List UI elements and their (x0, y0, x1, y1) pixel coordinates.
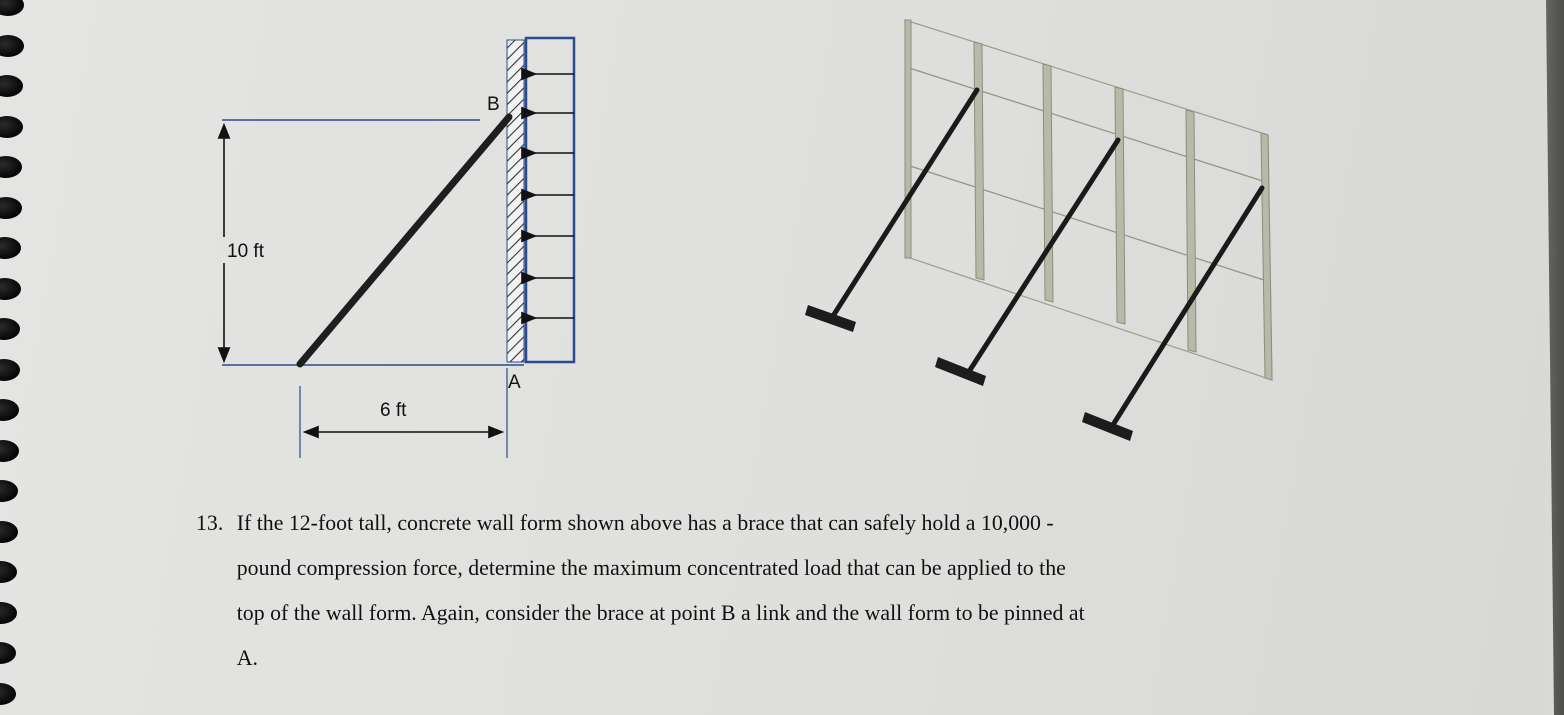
question-line-4: A. (236, 645, 258, 670)
spiral-hole (0, 0, 24, 16)
point-a-label: A (508, 372, 521, 393)
brace (296, 113, 513, 368)
spiral-hole (0, 480, 18, 502)
spiral-hole (0, 682, 16, 705)
spiral-hole (0, 520, 18, 543)
spiral-hole (0, 34, 24, 57)
spiral-hole (0, 318, 20, 340)
question-line-1: 13.If the 12-foot tall, concrete wall fo… (196, 500, 1321, 545)
horizontal-dimension-label: 6 ft (380, 400, 407, 421)
question-number: 13. (196, 510, 224, 535)
spiral-binding (0, 0, 40, 715)
load-arrows (521, 67, 574, 325)
spiral-hole (0, 642, 16, 664)
wall-hatch-pattern (507, 40, 524, 362)
spiral-hole (0, 115, 23, 138)
spiral-hole (0, 237, 21, 259)
spiral-hole (0, 601, 17, 624)
point-b-label: B (487, 94, 500, 115)
question-13: 13.If the 12-foot tall, concrete wall fo… (196, 500, 1321, 680)
question-line-2: pound compression force, determine the m… (236, 555, 1066, 580)
height-dimension-label: 10 ft (227, 241, 265, 262)
question-line-3: top of the wall form. Again, consider th… (236, 600, 1085, 625)
spiral-hole (0, 399, 19, 421)
spiral-hole (0, 156, 22, 178)
spiral-hole (0, 75, 23, 97)
spiral-hole (0, 358, 20, 381)
spiral-hole (0, 196, 22, 219)
spiral-hole (0, 561, 17, 583)
spiral-hole (0, 439, 19, 462)
spiral-hole (0, 277, 21, 300)
